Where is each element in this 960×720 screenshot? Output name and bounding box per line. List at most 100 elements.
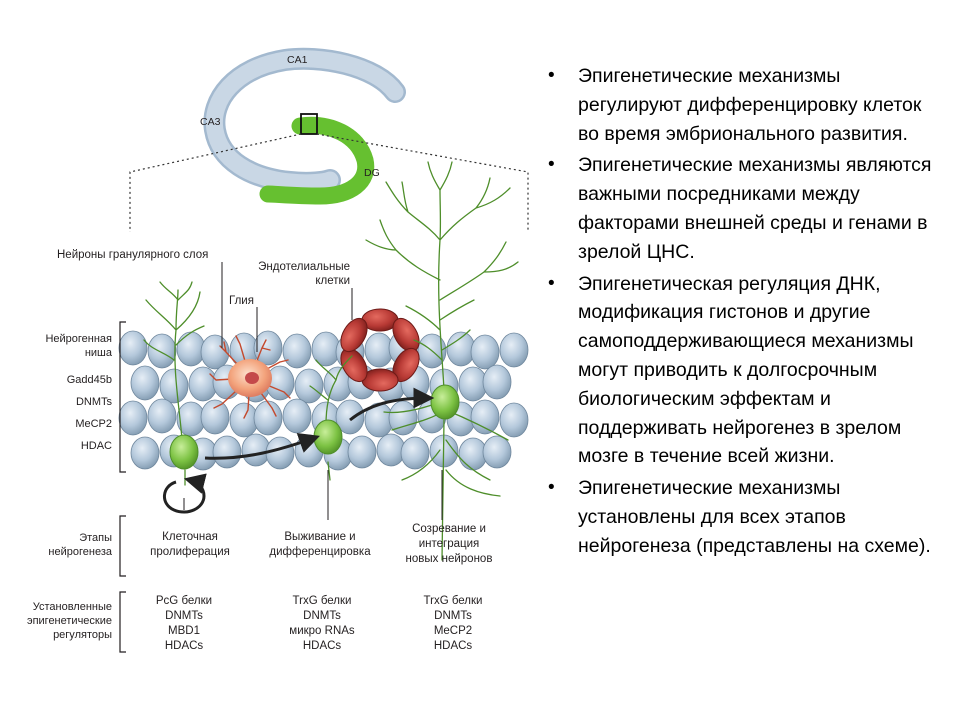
tissue-cell: [130, 436, 160, 470]
tissue-cell: [294, 368, 324, 404]
regulator: DNMTs: [165, 610, 203, 622]
niche-label-line2: ниша: [85, 347, 113, 359]
granule-neurons-label: Нейроны гранулярного слоя: [57, 249, 208, 261]
neuron1-dendrites: [143, 281, 205, 441]
endothelial-cells: [340, 308, 420, 392]
regulators-label-line2: эпигенетические: [27, 615, 112, 627]
tissue-cell: [347, 435, 377, 469]
bullet-list: • Эпигенетические механизмы регулируют ди…: [548, 62, 938, 564]
niche-factor: DNMTs: [76, 396, 113, 408]
tissue-cell: [376, 433, 406, 467]
tissue-cell: [470, 399, 500, 435]
neuron-1: [169, 434, 199, 470]
stage-line: новых нейронов: [406, 553, 493, 565]
endothelial-label-line2: клетки: [315, 275, 350, 287]
regulator: MBD1: [168, 625, 200, 637]
ca3-label: CA3: [200, 116, 221, 128]
ca1-label: CA1: [287, 54, 308, 66]
tissue-cell: [282, 398, 312, 434]
bullet-text: Эпигенетические механизмы являются важны…: [578, 154, 932, 263]
neuron-2: [313, 419, 343, 455]
tissue-cell: [335, 399, 365, 435]
neurons: [143, 161, 519, 561]
tissue-cell: [200, 334, 230, 370]
stage-line: Выживание и: [284, 531, 355, 543]
tissue-cell: [282, 333, 312, 369]
tissue-cell: [265, 436, 295, 470]
tissue-cell: [159, 368, 189, 404]
endothelial-cell: [340, 317, 368, 353]
bullet-text: Эпигенетические механизмы регулируют диф…: [578, 65, 922, 145]
regulators-survival: TrxG белки DNMTs микро RNAs HDACs: [289, 595, 355, 652]
neurogenesis-diagram: CA1 CA3 DG: [27, 47, 529, 653]
regulator: MeCP2: [434, 625, 472, 637]
proliferation-arrow: [204, 432, 320, 460]
regulator: DNMTs: [303, 610, 341, 622]
tissue-cell: [253, 400, 283, 436]
stage-maturation: Созревание и интеграция новых нейронов: [406, 523, 493, 565]
endothelial-label-line1: Эндотелиальные: [258, 261, 350, 273]
tissue-cell: [482, 364, 512, 400]
regulators-proliferation: PcG белки DNMTs MBD1 HDACs: [156, 595, 212, 652]
tissue-cell: [499, 402, 529, 438]
tissue-cell: [400, 436, 430, 470]
hippocampus-schematic: CA1 CA3 DG: [129, 47, 529, 232]
tissue-cell: [482, 435, 512, 469]
niche-factor: MeCP2: [75, 418, 112, 430]
regulator: TrxG белки: [293, 595, 352, 607]
neuron-3: [430, 384, 460, 420]
bullet-text: Эпигенетическая регуляция ДНК, модификац…: [578, 272, 914, 468]
regulators-label-line1: Установленные: [33, 601, 112, 613]
regulator: HDACs: [303, 640, 342, 652]
stage-proliferation: Клеточная пролиферация: [150, 531, 230, 558]
bullet-item: • Эпигенетическая регуляция ДНК, модифика…: [548, 270, 938, 472]
regulator: микро RNAs: [289, 625, 355, 637]
stages-label-line1: Этапы: [79, 532, 112, 544]
bullet-dot-icon: •: [548, 65, 555, 86]
regulator: TrxG белки: [424, 595, 483, 607]
stage-line: Созревание и: [412, 523, 486, 535]
differentiation-arrow: [349, 387, 435, 422]
tissue-cell: [147, 398, 177, 434]
dentate-gyrus: [259, 116, 375, 205]
zoom-box: [300, 113, 318, 135]
stage-survival: Выживание и дифференцировка: [269, 531, 371, 558]
stages-label-line2: нейрогенеза: [48, 546, 112, 558]
regulators-maturation: TrxG белки DNMTs MeCP2 HDACs: [424, 595, 483, 652]
tissue-cell: [253, 330, 283, 366]
tissue-cell: [212, 435, 242, 469]
tissue-cell: [118, 400, 148, 436]
bullet-dot-icon: •: [548, 272, 555, 294]
bullet-item: •Эпигенетические механизмы являются важн…: [548, 151, 938, 266]
tissue-cell: [470, 334, 500, 370]
bullet-item: • Эпигенетические механизмы регулируют ди…: [548, 62, 938, 148]
stage-line: дифференцировка: [269, 546, 371, 558]
stage-line: пролиферация: [150, 546, 230, 558]
tissue-cell: [241, 433, 271, 467]
pointer-lines: [183, 262, 443, 520]
bullet-item: • Эпигенетические механизмы установлены д…: [548, 474, 938, 560]
regulator: HDACs: [165, 640, 204, 652]
niche-label-line1: Нейрогенная: [45, 333, 112, 345]
tissue-cell: [388, 400, 418, 436]
tissue-cell: [200, 399, 230, 435]
bullet-text: Эпигенетические механизмы установлены дл…: [578, 477, 931, 557]
regulator: HDACs: [434, 640, 473, 652]
neuron3-dendrites: [365, 161, 519, 391]
bullet-dot-icon: •: [548, 477, 555, 499]
stage-line: интеграция: [419, 538, 480, 550]
glia-label: Глия: [229, 295, 254, 307]
side-brackets: [119, 321, 126, 653]
neuron2-dendrites: [309, 355, 353, 426]
tissue-cell: [130, 365, 160, 401]
niche-factor: HDAC: [81, 440, 112, 452]
regulators-label-line3: регуляторы: [53, 629, 112, 641]
zoom-line-right: [316, 133, 529, 232]
zoom-line-left: [129, 133, 302, 232]
tissue-cell: [118, 330, 148, 366]
regulator: PcG белки: [156, 595, 212, 607]
glia-cell: [209, 335, 291, 419]
regulator: DNMTs: [434, 610, 472, 622]
tissue-cell: [499, 332, 529, 368]
dg-label: DG: [364, 167, 380, 179]
